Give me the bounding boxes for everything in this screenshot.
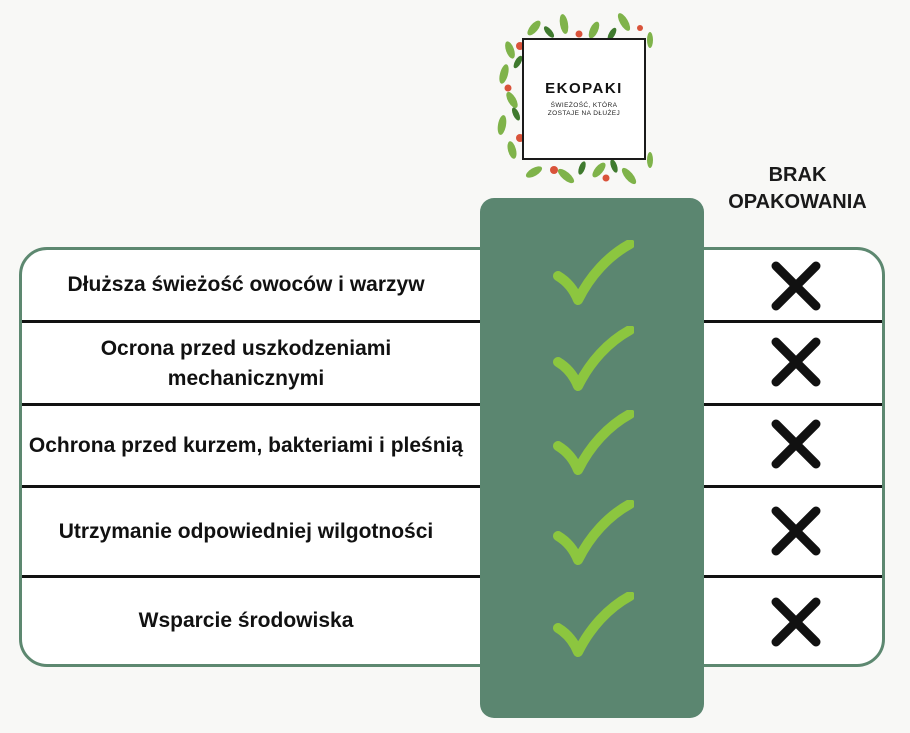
cross-icon [771,597,821,647]
row-divider [22,575,882,578]
cross-icon [771,337,821,387]
check-icon [553,326,634,391]
leaf-frame-icon [497,13,653,185]
comparison-table [19,247,885,667]
check-icon [553,240,634,305]
feature-label: Ochrona przed kurzem, bakteriami i pleśn… [28,434,464,457]
row-divider [22,320,882,323]
logo-box: EKOPAKI ŚWIEŻOŚĆ, KTÓRA ZOSTAJE NA DŁUŻE… [522,38,646,160]
cross-icon [771,261,821,311]
cross-icon [771,506,821,556]
ekopaki-logo: EKOPAKI ŚWIEŻOŚĆ, KTÓRA ZOSTAJE NA DŁUŻE… [494,10,656,188]
feature-label: Dłuższa świeżość owoców i warzyw [67,273,425,296]
check-icon [553,500,634,565]
logo-title: EKOPAKI [545,80,623,97]
cross-icon [771,419,821,469]
logo-tagline: ŚWIEŻOŚĆ, KTÓRA ZOSTAJE NA DŁUŻEJ [547,102,621,117]
check-icon [553,410,634,475]
no-packaging-header: BRAK OPAKOWANIA [728,164,867,213]
check-icon [553,592,634,657]
feature-label: Wsparcie środowiska [138,609,354,632]
row-divider [22,403,882,406]
feature-label: Ocrona przed uszkodzeniami mechanicznymi [100,337,392,390]
row-divider [22,485,882,488]
feature-label: Utrzymanie odpowiedniej wilgotności [58,520,434,543]
